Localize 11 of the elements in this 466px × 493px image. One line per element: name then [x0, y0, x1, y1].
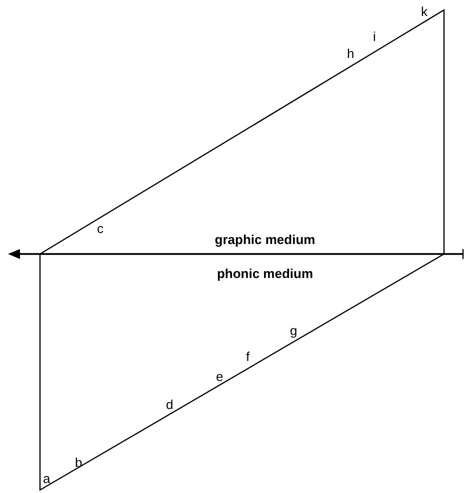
- point-letter: f: [246, 350, 250, 363]
- point-letter: i: [373, 30, 376, 43]
- medium-label: graphic medium: [214, 233, 316, 246]
- point-letter: h: [347, 47, 354, 60]
- point-letter: g: [290, 324, 298, 337]
- point-letter: a: [43, 472, 50, 485]
- point-letter: d: [166, 398, 174, 411]
- point-letter: c: [97, 222, 104, 235]
- point-letter: k: [421, 5, 428, 18]
- medium-label: phonic medium: [216, 267, 314, 280]
- point-letter: e: [216, 370, 224, 383]
